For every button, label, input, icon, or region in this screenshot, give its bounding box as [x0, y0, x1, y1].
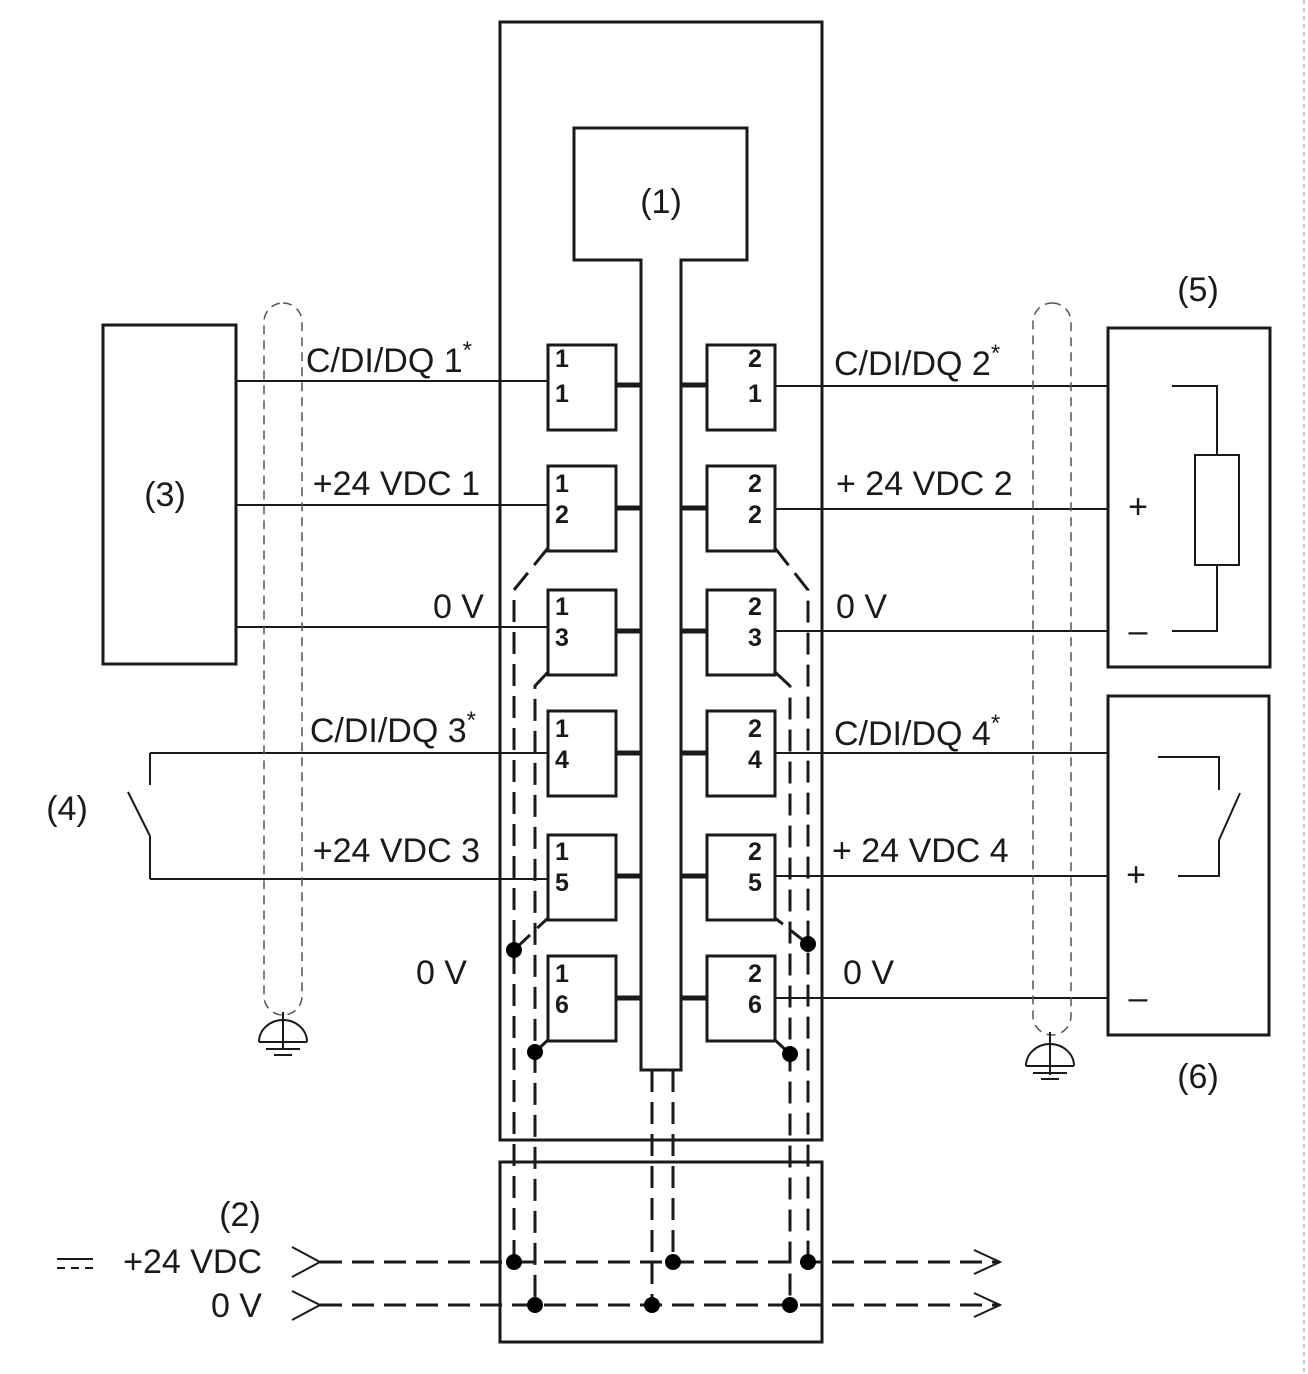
svg-text:4: 4: [555, 746, 569, 774]
junction-dots: [506, 936, 816, 1313]
device-6-switch-icon: [1158, 756, 1241, 877]
terminal-1-4: 1 4: [546, 709, 641, 798]
wire-label-cdidq3: C/DI/DQ 3*: [310, 707, 476, 750]
wire-label-0v-1: 0 V: [433, 588, 484, 626]
callout-1: (1): [640, 183, 682, 221]
terminal-2-5: 2 5: [681, 833, 777, 922]
terminal-1-6: 1 6: [546, 954, 641, 1043]
wire-label-24vdc2: + 24 VDC 2: [836, 465, 1013, 503]
svg-text:3: 3: [748, 624, 762, 652]
terminal-2-6: 2 6: [681, 954, 777, 1043]
wire-label-24vdc3: +24 VDC 3: [313, 832, 480, 870]
device-6-plus-sign: +: [1126, 856, 1146, 894]
svg-text:1: 1: [555, 593, 569, 621]
supply-label-0v: 0 V: [211, 1287, 262, 1325]
terminals-right: 2 1 2 2 2 3 2 4 2 5: [681, 343, 777, 1043]
terminal-1-2: 1 2: [546, 464, 641, 553]
svg-text:1: 1: [555, 715, 569, 743]
earth-ground-right-icon: [1025, 1032, 1075, 1080]
terminal-1-1: 1 1: [546, 343, 641, 432]
svg-text:1: 1: [555, 960, 569, 988]
device-5-plus-sign: +: [1128, 488, 1148, 526]
wire-label-24vdc4: + 24 VDC 4: [832, 832, 1009, 870]
svg-text:4: 4: [748, 746, 762, 774]
wire-label-0v-3: 0 V: [416, 954, 467, 992]
terminal-2-4: 2 4: [681, 709, 777, 798]
base-unit-housing: [498, 1160, 824, 1344]
svg-text:1: 1: [555, 838, 569, 866]
svg-text:6: 6: [748, 991, 762, 1019]
wire-labels-right: C/DI/DQ 2* + 24 VDC 2 0 V C/DI/DQ 4* + 2…: [832, 340, 1013, 992]
earth-ground-left-icon: [258, 1012, 308, 1056]
switch-4-icon: [127, 753, 151, 879]
device-5-minus-sign: –: [1129, 612, 1148, 650]
device-3-box: [101, 323, 238, 666]
cable-shield-right: [1032, 302, 1072, 1036]
dc-symbol-icon: [57, 1258, 93, 1269]
svg-text:6: 6: [555, 991, 569, 1019]
supply-line-24vdc: [291, 1246, 1003, 1278]
svg-text:5: 5: [555, 869, 569, 897]
svg-text:2: 2: [748, 345, 762, 373]
svg-text:5: 5: [748, 869, 762, 897]
svg-text:2: 2: [748, 838, 762, 866]
wire-label-0v-4: 0 V: [843, 954, 894, 992]
svg-text:2: 2: [748, 593, 762, 621]
callout-4: (4): [46, 790, 88, 828]
supply-label-24vdc: +24 VDC: [123, 1243, 262, 1281]
left-wiring: [150, 380, 548, 880]
module-housing: [498, 20, 824, 1142]
svg-text:1: 1: [555, 470, 569, 498]
svg-text:2: 2: [748, 501, 762, 529]
terminal-2-1: 2 1: [681, 343, 777, 432]
callout-6: (6): [1177, 1058, 1219, 1096]
svg-text:1: 1: [555, 345, 569, 373]
device-6-minus-sign: –: [1129, 979, 1148, 1017]
svg-text:1: 1: [748, 380, 762, 408]
svg-text:1: 1: [555, 380, 569, 408]
cable-shield-left: [263, 302, 303, 1016]
svg-text:2: 2: [748, 960, 762, 988]
svg-text:2: 2: [748, 715, 762, 743]
wire-labels-left: C/DI/DQ 1* +24 VDC 1 0 V C/DI/DQ 3* +24 …: [306, 337, 484, 992]
callout-2: (2): [219, 1196, 261, 1234]
terminal-1-5: 1 5: [546, 833, 641, 922]
svg-text:2: 2: [748, 470, 762, 498]
resistor-load-icon: [1172, 385, 1240, 632]
callout-5: (5): [1177, 271, 1219, 309]
terminals-left: 1 1 1 2 1 3 1 4 1 5: [546, 343, 641, 1043]
wire-label-cdidq4: C/DI/DQ 4*: [834, 710, 1000, 753]
wire-label-cdidq2: C/DI/DQ 2*: [834, 340, 1000, 383]
svg-text:3: 3: [555, 624, 569, 652]
wire-label-0v-2: 0 V: [836, 588, 887, 626]
terminal-2-3: 2 3: [681, 588, 777, 677]
svg-text:2: 2: [555, 501, 569, 529]
wire-label-cdidq1: C/DI/DQ 1*: [306, 337, 472, 380]
terminal-2-2: 2 2: [681, 464, 777, 553]
internal-supply-bus: [512, 547, 810, 1305]
wire-label-24vdc1: +24 VDC 1: [313, 465, 480, 503]
device-6-box: [1106, 694, 1271, 1037]
terminal-1-3: 1 3: [546, 588, 641, 677]
device-5-box: [1106, 326, 1272, 669]
right-wiring: [775, 385, 1108, 999]
electronics-block: [572, 126, 749, 1072]
callout-3: (3): [144, 476, 186, 514]
